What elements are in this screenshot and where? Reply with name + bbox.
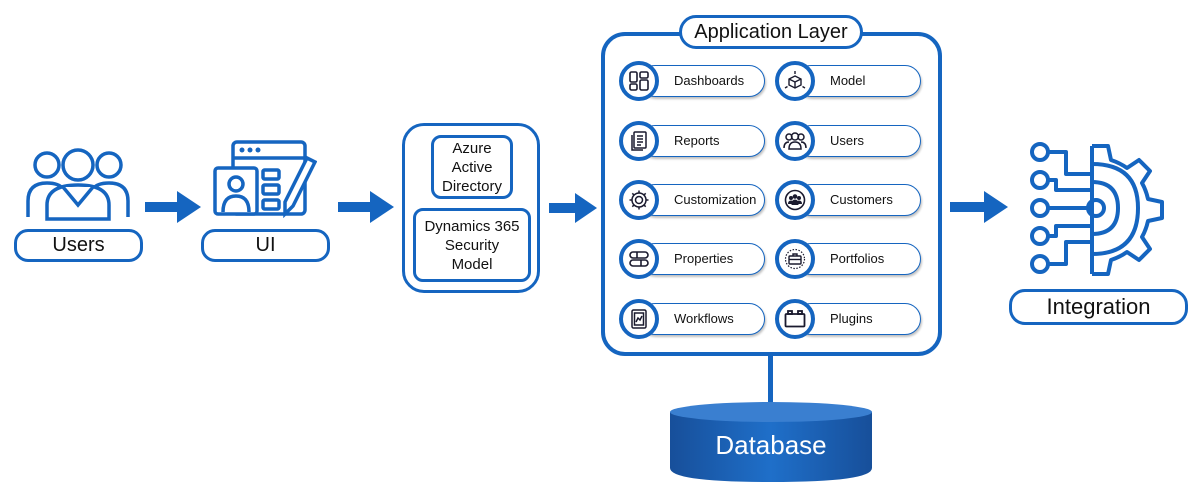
app-item-customization[interactable]: Customization xyxy=(619,180,765,220)
plugins-icon xyxy=(784,310,806,328)
app-item-properties[interactable]: Properties xyxy=(619,239,765,279)
dynamics-security-model: Dynamics 365 Security Model xyxy=(413,208,531,282)
users-group-icon xyxy=(25,143,131,221)
database-label: Database xyxy=(715,430,827,460)
database-connector xyxy=(768,356,773,406)
customers-icon xyxy=(784,189,806,211)
flow-arrow-2 xyxy=(338,191,394,223)
app-item-customers[interactable]: Customers xyxy=(775,180,921,220)
app-item-workflows[interactable]: Workflows xyxy=(619,299,765,339)
reports-icon xyxy=(631,131,647,151)
azure-active-directory: Azure Active Directory xyxy=(431,135,513,199)
app-item-dashboards[interactable]: Dashboards xyxy=(619,61,765,101)
flow-arrow-4 xyxy=(950,191,1008,223)
app-item-reports[interactable]: Reports xyxy=(619,121,765,161)
app-item-portfolios[interactable]: Portfolios xyxy=(775,239,921,279)
app-item-plugins[interactable]: Plugins xyxy=(775,299,921,339)
users-icon xyxy=(783,132,807,150)
flow-arrow-1 xyxy=(145,191,201,223)
application-layer-title: Application Layer xyxy=(679,15,863,49)
properties-icon xyxy=(629,251,649,267)
app-item-model[interactable]: Model xyxy=(775,61,921,101)
workflows-icon xyxy=(631,309,647,329)
users-label: Users xyxy=(14,229,143,262)
dashboard-icon xyxy=(629,71,649,91)
app-item-users[interactable]: Users xyxy=(775,121,921,161)
database-cylinder-icon xyxy=(670,402,872,482)
ui-form-icon xyxy=(213,140,317,218)
cube-model-icon xyxy=(784,71,806,89)
integration-label: Integration xyxy=(1009,289,1188,325)
customization-icon xyxy=(629,190,649,210)
ui-label: UI xyxy=(201,229,330,262)
portfolio-icon xyxy=(784,248,806,270)
integration-gear-icon xyxy=(1026,138,1172,276)
flow-arrow-3 xyxy=(549,193,597,223)
